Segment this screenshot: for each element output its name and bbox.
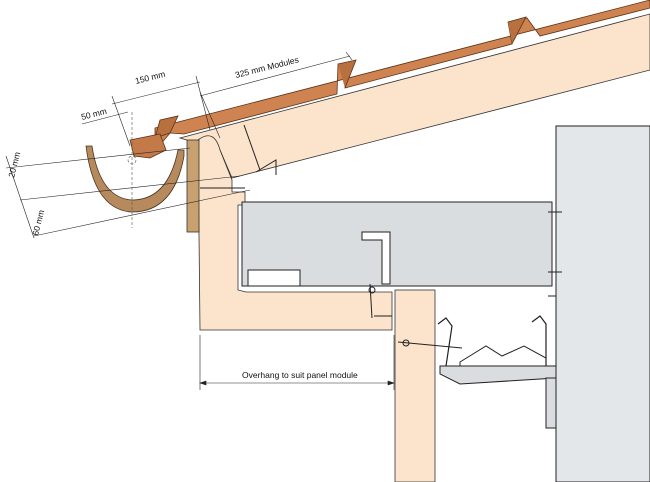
- gutter: [85, 145, 185, 213]
- label-325mm-modules: 325 mm Modules: [234, 54, 300, 79]
- timber-infill: [186, 135, 393, 331]
- dimension-lines: [5, 51, 395, 390]
- steel-beam: [241, 201, 553, 287]
- fixings: [200, 124, 562, 349]
- roof-tiles: [129, 0, 650, 159]
- label-20mm: 20 mm: [6, 151, 22, 179]
- label-50mm: 50 mm: [80, 106, 108, 122]
- timber-post: [394, 289, 436, 482]
- label-overhang: Overhang to suit panel module: [242, 370, 358, 380]
- wall-column: [555, 125, 650, 482]
- centre-lines: [127, 112, 137, 228]
- label-60mm: 60 mm: [30, 209, 46, 237]
- label-150mm: 150 mm: [134, 69, 166, 86]
- support-bracket: [437, 315, 557, 429]
